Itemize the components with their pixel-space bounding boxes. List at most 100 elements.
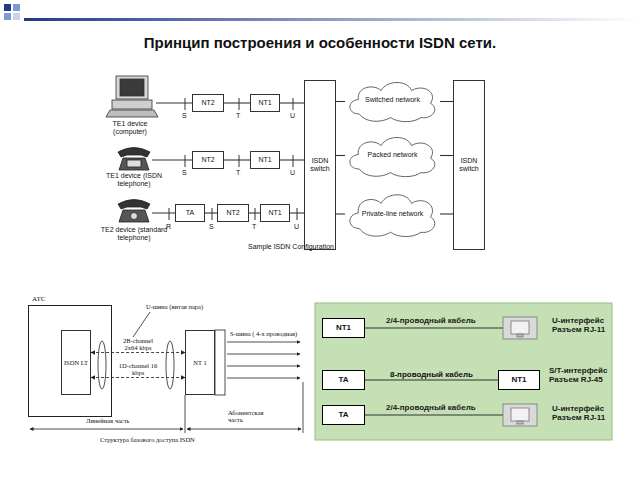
node-label: Packed network <box>368 151 418 159</box>
exchange-box: АТСISDN LT <box>28 305 112 417</box>
bus-label: S-шина ( 4-х проводная) <box>230 330 297 337</box>
node-label: ISDN switch <box>307 157 333 173</box>
layout-stroke <box>227 342 300 343</box>
node-label: NT1 <box>511 375 526 384</box>
layout-stroke <box>120 79 144 96</box>
network-terminal-box: NT1 <box>250 94 280 112</box>
node-label: NT2 <box>201 99 214 107</box>
cloud-shape <box>350 138 435 177</box>
layout-stroke <box>4 13 11 20</box>
layout-stroke <box>156 103 192 104</box>
connector <box>224 102 250 103</box>
reference-point: T <box>252 223 256 231</box>
reference-point: U <box>290 112 295 120</box>
node-label: Private-line network <box>362 210 423 218</box>
layout-stroke <box>152 160 192 161</box>
layout-stroke <box>98 341 106 389</box>
connector <box>91 352 185 353</box>
connector-label: 2B-channel 2x64 kbps <box>117 337 159 352</box>
layout-stroke <box>187 429 301 430</box>
connector <box>440 155 453 156</box>
connector <box>280 159 304 160</box>
cable-label: 2/4-проводный кабель <box>386 403 476 412</box>
network-terminal-box: NT 1 <box>185 330 215 395</box>
layout-stroke <box>503 404 537 426</box>
cloud-shape <box>350 83 435 122</box>
layout-stroke <box>303 382 304 433</box>
layout-stroke <box>215 330 225 395</box>
device-box: NT1 <box>322 318 365 338</box>
layout-stroke <box>511 408 529 421</box>
node-label: ISDN switch <box>456 157 482 173</box>
node-label: NT2 <box>201 156 214 164</box>
connector <box>91 377 185 378</box>
line-terminal-box: ISDN LT <box>61 330 91 395</box>
connector <box>290 212 304 213</box>
node-label: ISDN LT <box>64 359 88 366</box>
bus-label: U-шина (витая пара) <box>146 303 203 310</box>
connector <box>336 101 345 102</box>
layout-stroke <box>227 378 300 379</box>
decoration <box>4 4 640 21</box>
device-label: TE1 device (ISDN telephone) <box>96 172 172 188</box>
reference-point: U <box>290 169 295 177</box>
connector <box>280 102 304 103</box>
node-label: NT1 <box>268 209 281 217</box>
node-label: TA <box>186 209 194 217</box>
layout-stroke <box>227 354 300 355</box>
computer-icon <box>106 76 158 117</box>
node-label: TA <box>338 375 348 384</box>
layout-stroke <box>517 334 523 337</box>
layout-stroke <box>127 160 141 167</box>
network-terminal-box: NT2 <box>192 94 224 112</box>
layout-stroke <box>255 208 256 220</box>
reference-point: S <box>182 112 187 120</box>
device-box: TA <box>322 405 365 425</box>
node-label: NT1 <box>336 323 351 332</box>
network-cloud: Switched network <box>345 78 440 123</box>
figure-caption: Sample ISDN Configuration <box>248 243 334 251</box>
part-label: Линейная часть <box>86 417 130 424</box>
layout-stroke <box>118 148 150 158</box>
layout-stroke <box>118 200 150 210</box>
interface-label: U-интерфейс Разъем RJ-11 <box>552 404 612 422</box>
reference-point: R <box>166 223 171 231</box>
layout-stroke <box>112 100 152 109</box>
page-title: Принцип построения и особенности ISDN се… <box>0 34 640 51</box>
device-label: TE1 device (computer) <box>98 120 162 136</box>
network-cloud: Packed network <box>345 133 440 178</box>
connector <box>440 101 453 102</box>
layout-stroke <box>13 13 20 20</box>
layout-stroke <box>119 158 149 170</box>
layout-stroke <box>185 98 186 110</box>
telephone-icon <box>118 148 150 171</box>
connector <box>336 213 345 214</box>
connector <box>336 155 345 156</box>
access-structure-drawing <box>30 312 303 433</box>
cable-line <box>365 328 503 415</box>
node-label: NT 1 <box>193 359 206 366</box>
layout-stroke <box>239 155 240 167</box>
network-terminal-box: NT1 <box>260 204 290 222</box>
node-label: АТС <box>32 295 45 303</box>
node-label: TA <box>338 410 348 419</box>
network-terminal-box: NT2 <box>217 204 249 222</box>
connector <box>249 212 260 213</box>
network-terminal-box: NT1 <box>250 151 280 169</box>
network-cloud: Private-line network <box>345 190 440 238</box>
layout-stroke <box>212 208 213 220</box>
layout-stroke <box>106 110 158 117</box>
layout-stroke <box>365 414 503 415</box>
layout-stroke <box>293 98 294 110</box>
device-label: TE2 device (standard telephone) <box>92 226 176 242</box>
layout-stroke <box>511 321 529 334</box>
reference-point-tick <box>169 98 297 220</box>
part-label: Абонентская часть <box>228 409 270 424</box>
layout-stroke <box>116 76 148 99</box>
connector <box>440 213 453 214</box>
layout-stroke <box>293 155 294 167</box>
layout-stroke <box>169 208 170 220</box>
telephone-icon <box>118 200 150 223</box>
reference-point: S <box>182 169 187 177</box>
